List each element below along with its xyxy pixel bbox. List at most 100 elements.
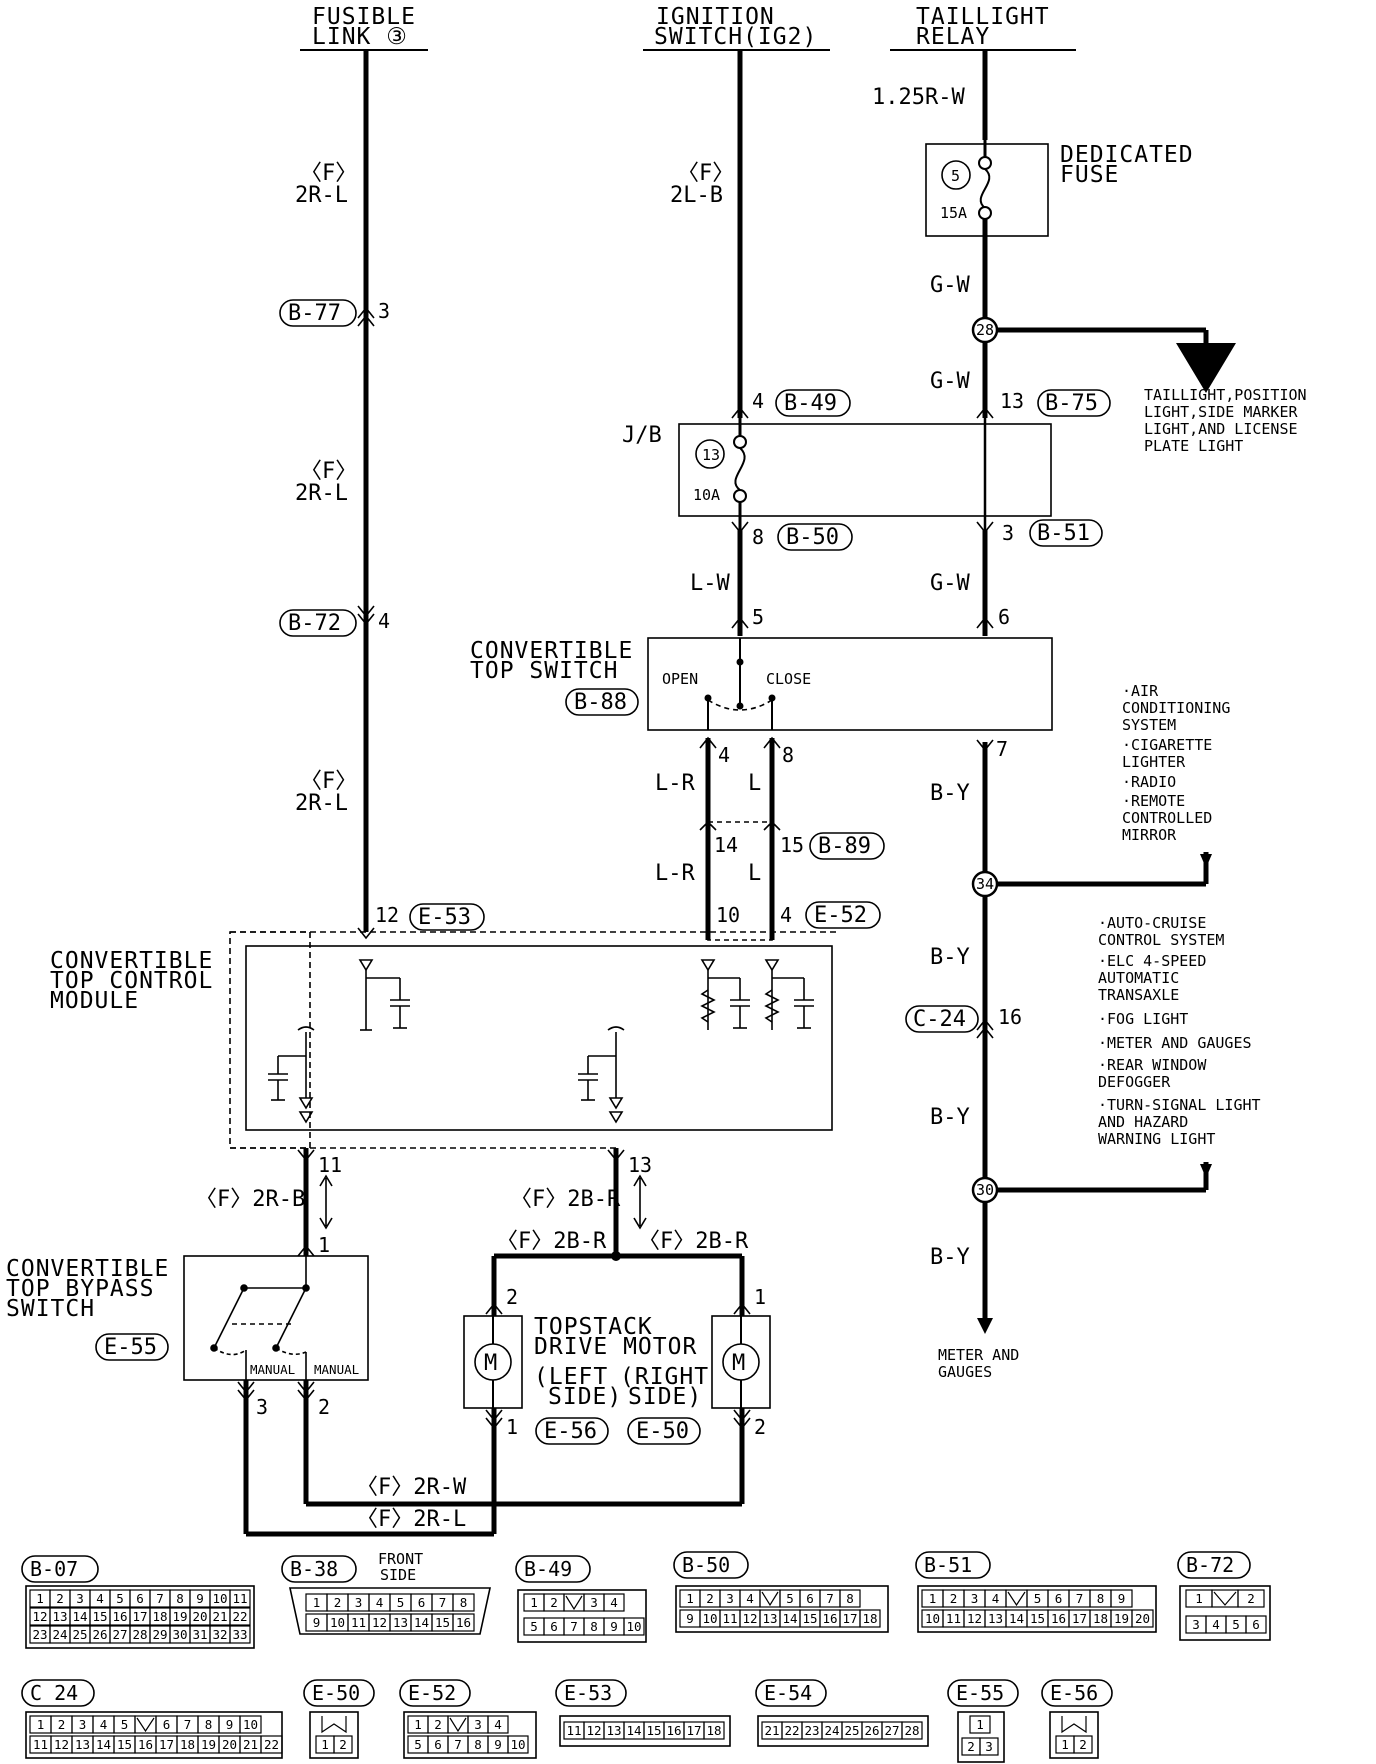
wire-label-l-1: L (748, 771, 761, 796)
legend-e52-label: E-52 (408, 1681, 456, 1705)
junction-30: 30 (976, 1181, 994, 1199)
taillight-relay-label-2: RELAY (916, 24, 990, 50)
pin-e55-1: 1 (318, 1233, 330, 1257)
legend-b50-pin: 8 (846, 1591, 854, 1606)
legend-b07-pin: 23 (32, 1627, 47, 1642)
convertible-top-control-module (245, 945, 833, 1131)
svg-text:WARNING LIGHT: WARNING LIGHT (1098, 1130, 1215, 1148)
legend-c24-pin: 12 (54, 1737, 69, 1752)
legend-b50-pin: 9 (686, 1611, 694, 1626)
pin-b89-15: 15 (780, 833, 804, 857)
pin-e53-12: 12 (375, 903, 399, 927)
conn-b50: B-50 (786, 525, 839, 550)
legend-b38-pin: 5 (397, 1595, 405, 1610)
legend-e53-pin: 16 (666, 1723, 681, 1738)
legend-b07-pin: 3 (76, 1591, 84, 1606)
legend-b50-pin: 7 (826, 1591, 834, 1606)
wire-label-lr-1: L-R (655, 771, 695, 796)
legend-b07-pin: 16 (112, 1609, 127, 1624)
legend-b38-pin: 10 (330, 1615, 345, 1630)
legend-b07-pin: 7 (156, 1591, 164, 1606)
motor-label-2: DRIVE MOTOR (534, 1334, 697, 1360)
wire-label-f-ig: 〈F〉 (677, 161, 734, 186)
ignition-label-1: IGNITION (656, 4, 775, 30)
legend-c24-pin: 10 (243, 1717, 258, 1732)
legend-b38-pin: 3 (355, 1595, 363, 1610)
dedicated-fuse-num: 5 (951, 167, 960, 185)
pin-b88-4: 4 (718, 743, 730, 767)
legend-b49-pin: 2 (550, 1595, 558, 1610)
legend-c24-pin: 3 (79, 1717, 87, 1732)
branch-taillight-3: LIGHT,AND LICENSE (1144, 420, 1298, 438)
motor-left-symbol: M (484, 1351, 497, 1376)
svg-text:·REMOTE: ·REMOTE (1122, 792, 1185, 810)
legend-b07-label: B-07 (30, 1557, 78, 1581)
legend-b07-pin: 26 (92, 1627, 107, 1642)
legend-b50-pin: 16 (822, 1611, 837, 1626)
pin-b89-14: 14 (714, 833, 738, 857)
legend-b38-pin: 14 (414, 1615, 429, 1630)
convertible-top-switch[interactable] (647, 637, 1053, 731)
legend-b72-pin: 3 (1192, 1617, 1200, 1632)
legend-b38-front: FRONT (378, 1550, 423, 1568)
pin-e55-3: 3 (256, 1395, 268, 1419)
svg-text:AUTOMATIC: AUTOMATIC (1098, 969, 1179, 987)
fusible-link-label-1: FUSIBLE (312, 4, 416, 30)
conn-b49: B-49 (784, 391, 837, 416)
conn-c24: C-24 (913, 1007, 966, 1032)
legend-b51-pin: 4 (992, 1591, 1000, 1606)
legend-b72-pin: 1 (1195, 1591, 1203, 1606)
left-side-label-1: (LEFT (534, 1364, 608, 1390)
right-side-label-1: (RIGHT (620, 1364, 709, 1390)
module-label-2: TOP CONTROL (50, 968, 213, 994)
convertible-top-bypass-switch[interactable] (183, 1255, 369, 1381)
legend-c24-pin: 16 (138, 1737, 153, 1752)
conn-b89: B-89 (818, 834, 871, 859)
legend-b07-pin: 21 (212, 1609, 227, 1624)
legend-b50-pin: 4 (746, 1591, 754, 1606)
jb-fuse-amp: 10A (693, 486, 720, 504)
legend-b07-pin: 9 (196, 1591, 204, 1606)
legend-e53-label: E-53 (564, 1681, 612, 1705)
legend-e55-label: E-55 (956, 1681, 1004, 1705)
legend-b38-pin: 15 (435, 1615, 450, 1630)
legend-b72-pin: 2 (1247, 1591, 1255, 1606)
legend-e50-label: E-50 (312, 1681, 360, 1705)
legend-b51-pin: 5 (1034, 1591, 1042, 1606)
legend-e56-label: E-56 (1050, 1681, 1098, 1705)
legend-c24-pin: 11 (33, 1737, 48, 1752)
legend-b07-pin: 28 (132, 1627, 147, 1642)
top-switch-label-1: CONVERTIBLE (470, 638, 633, 664)
svg-text:TRANSAXLE: TRANSAXLE (1098, 986, 1179, 1004)
branch-taillight-1: TAILLIGHT,POSITION (1144, 386, 1307, 404)
legend-b50-pin: 10 (702, 1611, 717, 1626)
legend-b49-pin: 5 (530, 1619, 538, 1634)
legend-b07-pin: 22 (232, 1609, 247, 1624)
legend-e52-pin: 7 (454, 1737, 462, 1752)
legend-b49-pin: 8 (590, 1619, 598, 1634)
legend-b38-label: B-38 (290, 1557, 338, 1581)
legend-b51-pin: 11 (946, 1611, 961, 1626)
legend-b38-pin: 12 (372, 1615, 387, 1630)
wire-label-f: 〈F〉 (300, 161, 357, 186)
svg-text:·ELC 4-SPEED: ·ELC 4-SPEED (1098, 952, 1206, 970)
legend-b07-pin: 25 (72, 1627, 87, 1642)
pin-b88-7: 7 (996, 737, 1008, 761)
conn-e56: E-56 (544, 1419, 597, 1444)
legend-c24-pin: 15 (117, 1737, 132, 1752)
legend-b38-side: SIDE (380, 1566, 416, 1584)
pin-b88-5: 5 (752, 605, 764, 629)
legend-b07-pin: 18 (152, 1609, 167, 1624)
right-side-label-2: SIDE) (628, 1384, 702, 1410)
svg-text:·TURN-SIGNAL LIGHT: ·TURN-SIGNAL LIGHT (1098, 1096, 1261, 1114)
left-side-label-2: SIDE) (548, 1384, 622, 1410)
legend-b51-pin: 6 (1055, 1591, 1063, 1606)
pin-b51-3: 3 (1002, 521, 1014, 545)
svg-text:·AUTO-CRUISE: ·AUTO-CRUISE (1098, 914, 1206, 932)
legend-b07-pin: 8 (176, 1591, 184, 1606)
wire-label-125rw: 1.25R-W (872, 85, 965, 110)
legend-e53-pin: 13 (606, 1723, 621, 1738)
legend-b07-pin: 6 (136, 1591, 144, 1606)
pin-e52-10: 10 (716, 903, 740, 927)
